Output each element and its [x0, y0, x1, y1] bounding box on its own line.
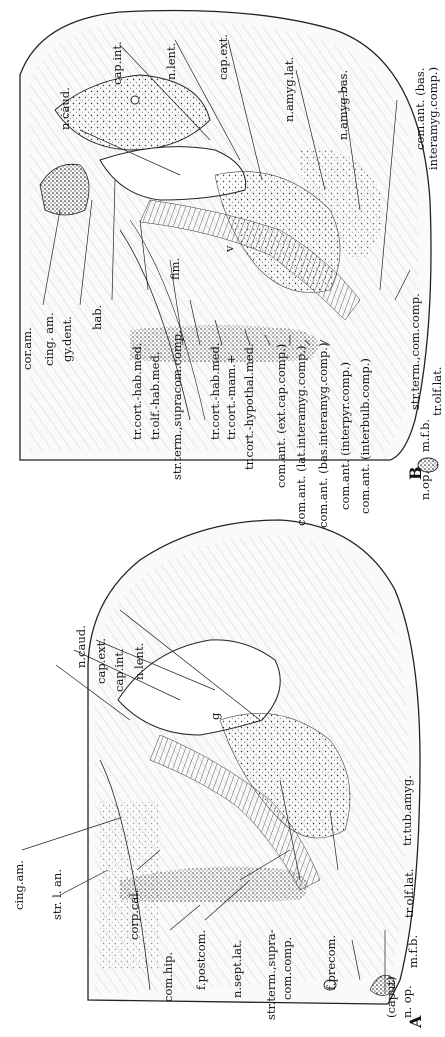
label-b-hab: hab. [92, 305, 104, 330]
label-b-tr-olf-lat: tr.olf.lat. [432, 367, 444, 416]
label-b-cing-am: cing. am. [44, 312, 56, 366]
label-a-f-precom: f.precom. [326, 935, 338, 990]
label-a-g: g [210, 713, 222, 720]
label-a-cap-ext: cap.ext. [96, 638, 108, 684]
label-a-n-caud: n.caud. [76, 625, 88, 668]
panel-a-septal [100, 800, 160, 970]
label-b-tr-cort-hypothal: tr.cort.-hypothal.med. [244, 343, 256, 470]
label-a-cing-am: cing.am. [14, 860, 26, 910]
label-b-cap-int: cap.int. [112, 41, 124, 85]
label-a-com-hip: com.hip. [163, 952, 175, 1002]
label-b-tr-cort-hab-med-2: tr.cort.-hab.med. [210, 342, 222, 440]
label-a-n-op: n. op. [402, 985, 414, 1018]
label-a-caput: (caput) [386, 976, 398, 1018]
label-b-cor-am: cor.am. [22, 327, 34, 370]
label-b-com-ant-bas-1: com.ant. (bas. [415, 68, 427, 150]
label-b-n-caud: n.caud. [60, 87, 72, 130]
label-b-com-ant-ext: com.ant. (ext.cap.comp.) [276, 344, 288, 488]
label-a-tr-tubamyg: tr.tub.amyg. [402, 775, 414, 846]
label-a-str-l-an: str. l. an. [52, 869, 64, 920]
label-a-n-sept-lat: n.sept.lat. [232, 940, 244, 998]
label-b-n-op: n.op. [420, 471, 432, 500]
label-b-gy-dent: gy.dent. [62, 316, 74, 362]
panel-b-fornix-dot [131, 96, 139, 104]
label-b-n-amyg-lat: n.amyg.lat. [284, 57, 296, 122]
label-a-cap-int: cap.int. [114, 648, 126, 692]
label-b-v: v [224, 246, 236, 253]
label-a-str-term-supra: str.term.,supra- [266, 930, 278, 1020]
label-b-m-f-b: m.f.b. [420, 419, 432, 452]
label-b-com-ant-interbulb: com.ant. (interbulb.comp.) [360, 358, 372, 514]
label-a-m-f-b: m.f.b. [408, 935, 420, 968]
label-a-tr-olf-lat: tr.olf.lat. [404, 869, 416, 918]
label-b-com-ant-interpyr: com.ant. (interpyr.comp.) [340, 362, 352, 510]
label-a-f-postcom: f.postcom. [196, 930, 208, 990]
label-b-str-term-supracom: str.term.,supracom.comp. [172, 330, 184, 480]
label-b-str-term-comp: str.term.,com.comp. [410, 293, 422, 410]
label-a-corp-cal: corp.cal. [129, 889, 141, 940]
label-b-n-lent: n.lent. [166, 43, 178, 80]
label-b-cap-ext: cap.ext. [218, 34, 230, 80]
label-b-tr-cort-hab-med: tr.cort.-hab.med. [132, 342, 144, 440]
label-b-com-ant-lat: com.ant. (lat.interamyg.comp.) [296, 346, 308, 526]
label-a-com-comp: com.comp. [282, 937, 294, 1000]
label-b-tr-olf-hab-med: tr.olf.-hab.med. [150, 351, 162, 440]
label-b-tr-cort-mam: tr.cort.-mam.+ [226, 355, 238, 441]
label-a-n-lent: n.lent. [134, 643, 146, 680]
label-b-n-amyg-bas: n.amyg.bas. [338, 70, 350, 140]
label-b-com-ant-bas: com.ant. (bas.interamyg.comp.) [318, 343, 330, 528]
label-b-fim: fim. [170, 258, 182, 280]
label-b-com-ant-bas-2: interamyg.comp.) [428, 67, 440, 170]
